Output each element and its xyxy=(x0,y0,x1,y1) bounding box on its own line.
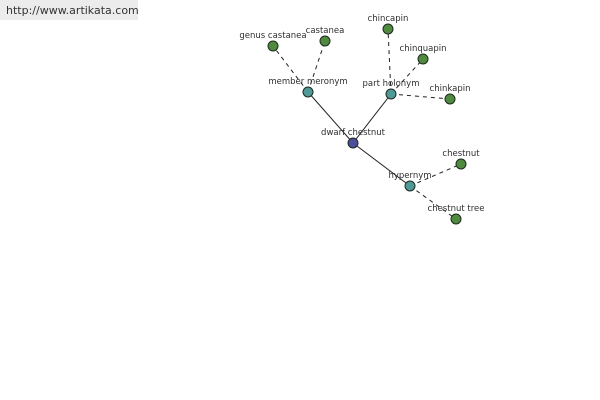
edge-member-meronym-to-genus-castanea xyxy=(272,45,309,93)
node-member-meronym[interactable] xyxy=(302,86,314,98)
node-label-chestnut-tree: chestnut tree xyxy=(428,204,485,214)
site-url-link[interactable]: http://www.artikata.com xyxy=(6,4,139,17)
node-label-hypernym: hypernym xyxy=(388,171,431,181)
node-chestnut[interactable] xyxy=(455,158,467,170)
node-label-genus-castanea: genus castanea xyxy=(239,31,306,41)
node-chinquapin[interactable] xyxy=(417,53,429,65)
node-chincapin[interactable] xyxy=(382,23,394,35)
node-label-castanea: castanea xyxy=(306,26,345,36)
nodes-layer xyxy=(267,23,467,225)
labels-layer: dwarf chestnut member meronym part holonym… xyxy=(239,14,484,214)
edge-dwarf-chestnut-to-part-holonym xyxy=(352,93,392,144)
edge-dwarf-chestnut-to-member-meronym xyxy=(307,91,354,144)
edge-dwarf-chestnut-to-hypernym xyxy=(352,142,411,187)
node-chestnut-tree[interactable] xyxy=(450,213,462,225)
edge-hypernym-to-chestnut xyxy=(409,163,462,187)
node-castanea[interactable] xyxy=(319,35,331,47)
edge-member-meronym-to-castanea xyxy=(307,40,326,93)
url-banner: http://www.artikata.com xyxy=(0,0,139,20)
node-label-member-meronym: member meronym xyxy=(268,77,347,87)
node-label-chestnut: chestnut xyxy=(442,149,480,159)
edges-layer xyxy=(272,28,462,220)
node-label-chinkapin: chinkapin xyxy=(430,84,471,94)
node-label-dwarf-chestnut: dwarf chestnut xyxy=(321,128,386,138)
node-dwarf-chestnut[interactable] xyxy=(347,137,359,149)
node-label-chinquapin: chinquapin xyxy=(400,44,447,54)
node-label-chincapin: chincapin xyxy=(368,14,409,24)
edge-part-holonym-to-chinkapin xyxy=(390,93,451,100)
edge-hypernym-to-chestnut-tree xyxy=(409,185,457,220)
node-hypernym[interactable] xyxy=(404,180,416,192)
node-chinkapin[interactable] xyxy=(444,93,456,105)
node-label-part-holonym: part holonym xyxy=(363,79,420,89)
node-genus-castanea[interactable] xyxy=(267,40,279,52)
node-part-holonym[interactable] xyxy=(385,88,397,100)
edge-part-holonym-to-chincapin xyxy=(387,28,392,95)
